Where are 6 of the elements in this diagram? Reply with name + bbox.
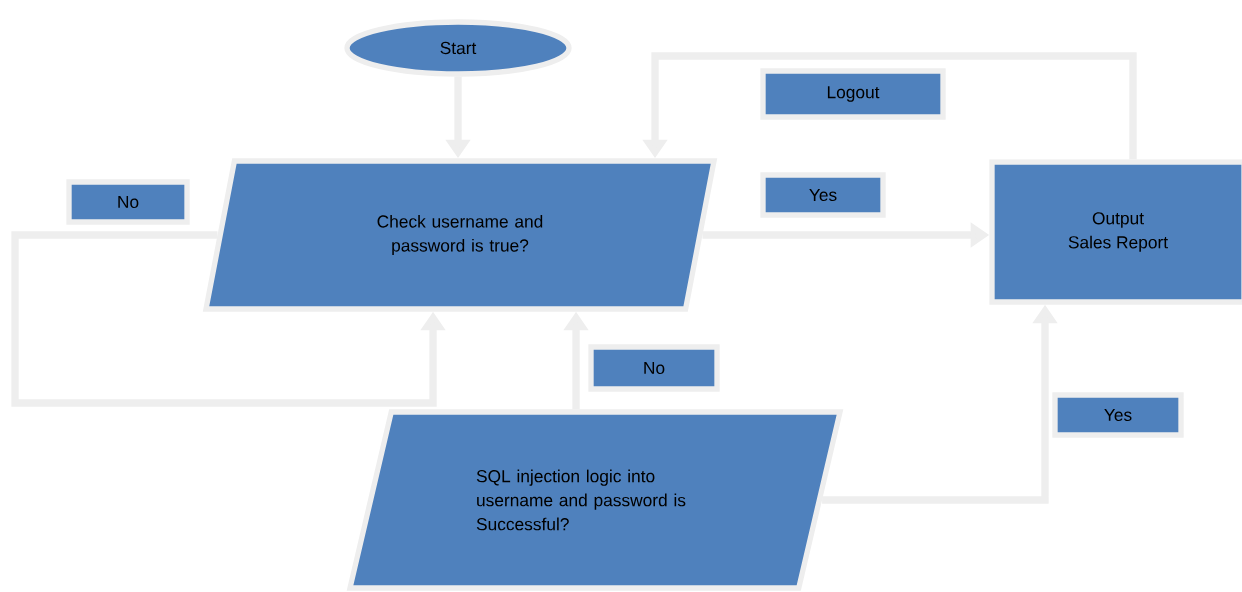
label-box: Yes [760, 172, 886, 218]
label-box: Logout [760, 68, 946, 120]
label-box: No [588, 344, 720, 392]
label-box: No [66, 179, 190, 225]
label-box: Output Sales Report [989, 159, 1242, 305]
label-box: Yes [1052, 392, 1184, 438]
